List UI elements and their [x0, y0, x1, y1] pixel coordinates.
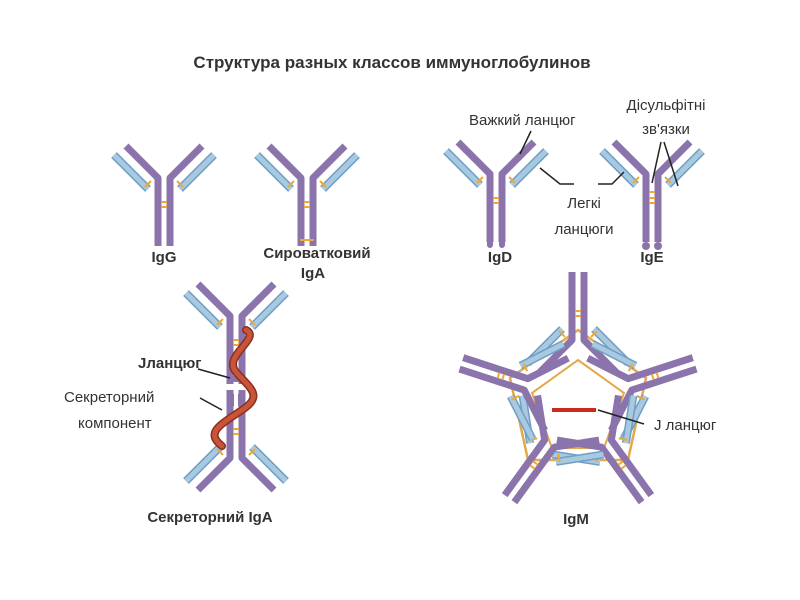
- secretory-iga-label: Секреторний IgA: [147, 509, 272, 526]
- heavy-chain-pointer: [519, 130, 532, 155]
- disulfide-pointer-2: [663, 141, 679, 187]
- serum-iga-label-2: IgA: [301, 265, 325, 282]
- igm-pentamer: [446, 272, 710, 528]
- secretory-iga-dimer: [186, 284, 286, 490]
- light-chains-pointer-1: [539, 167, 574, 185]
- secretory-component: [212, 327, 256, 449]
- ige-antibody: [602, 142, 702, 250]
- igd-antibody: [446, 142, 546, 248]
- light-chains-label-2: ланцюги: [554, 221, 613, 238]
- diagram-title: Структура разных классов иммуноглобулино…: [193, 53, 590, 72]
- igd-label: IgD: [488, 249, 512, 266]
- heavy-chain-label: Важкий ланцюг: [469, 112, 576, 129]
- light-chains-pointer-2: [598, 171, 625, 185]
- igg-label: IgG: [152, 249, 177, 266]
- igm-label: IgM: [563, 511, 589, 528]
- j-chain-right-label: J ланцюг: [654, 417, 717, 434]
- disulfide-label-2: зв'язки: [642, 121, 690, 138]
- secretory-component-pointer: [199, 397, 223, 411]
- disulfide-pointer-1: [651, 141, 662, 184]
- ige-label: IgE: [640, 249, 663, 266]
- serum-iga-antibody: [257, 146, 357, 246]
- j-chain-left-label: Jланцюг: [138, 355, 202, 372]
- secretory-component-label-1: Секреторний: [64, 389, 154, 406]
- serum-iga-label-1: Сироватковий: [263, 245, 370, 262]
- secretory-j-chain: [230, 376, 242, 382]
- igg-antibody: [114, 146, 214, 246]
- light-chains-label-1: Легкі: [567, 195, 601, 212]
- disulfide-label-1: Дісульфітні: [627, 97, 706, 114]
- j-chain-left-pointer: [197, 368, 231, 379]
- j-chain-right-pointer: [597, 409, 645, 425]
- secretory-component-label-2: компонент: [78, 415, 152, 432]
